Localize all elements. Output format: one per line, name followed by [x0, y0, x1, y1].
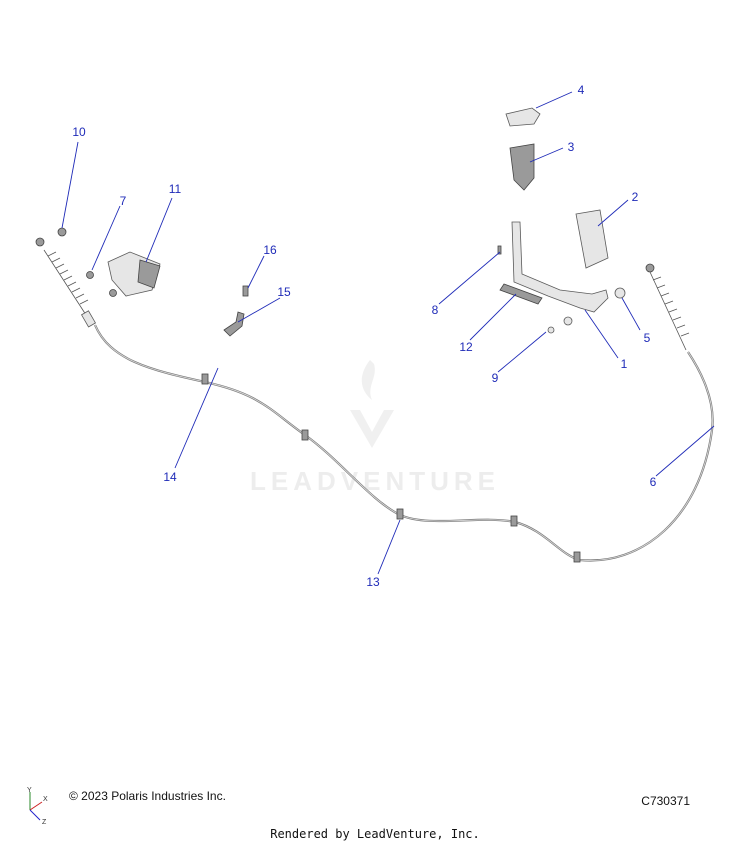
right-cable-end [645, 263, 690, 351]
pedal-pad-part [575, 209, 609, 269]
callout-10[interactable]: 10 [72, 125, 86, 139]
watermark: LEADVENTURE [250, 360, 500, 496]
watermark-flame-icon [361, 360, 375, 400]
watermark-text: LEADVENTURE [250, 466, 500, 496]
callout-labels: 1 2 3 4 5 6 7 8 9 10 11 12 13 14 15 16 [72, 83, 656, 589]
pedal-cap-part [505, 107, 541, 127]
callout-9[interactable]: 9 [492, 371, 499, 385]
pedal-sleeve-part [499, 283, 543, 305]
washer-part [563, 316, 573, 326]
mounting-bracket-part [107, 251, 161, 297]
callout-15[interactable]: 15 [277, 285, 291, 299]
brake-pedal-arm-part [511, 221, 609, 313]
screw-part [242, 285, 249, 297]
cable-clip [573, 551, 581, 563]
copyright-text: © 2023 Polaris Industries Inc. [69, 789, 226, 803]
callout-5[interactable]: 5 [644, 331, 651, 345]
nut-part [57, 227, 67, 237]
cable-clip [396, 508, 404, 520]
callout-3[interactable]: 3 [568, 140, 575, 154]
washer-part [547, 326, 555, 334]
cable-clip [510, 515, 518, 527]
callout-1[interactable]: 1 [621, 357, 628, 371]
x-axis-label: X [43, 796, 48, 803]
bushing-part [614, 287, 626, 299]
callout-8[interactable]: 8 [432, 303, 439, 317]
z-axis-label: Z [42, 819, 47, 826]
callout-12[interactable]: 12 [459, 340, 473, 354]
bolt-part [109, 289, 117, 297]
y-axis-label: Y [27, 787, 32, 794]
axis-triad-icon: Y X Z [27, 787, 48, 826]
clip-bracket-part [223, 311, 245, 337]
left-cable-end [35, 237, 97, 328]
callout-13[interactable]: 13 [366, 575, 380, 589]
rendered-by-text: Rendered by LeadVenture, Inc. [270, 827, 480, 841]
z-axis-icon [29, 809, 41, 821]
diagram-code: C730371 [641, 794, 690, 808]
leader-lines [61, 91, 715, 575]
pin-part [497, 245, 502, 255]
brake-cable [93, 324, 714, 563]
callout-11[interactable]: 11 [169, 182, 182, 196]
x-axis-icon [29, 801, 43, 811]
callout-16[interactable]: 16 [263, 243, 277, 257]
pedal-grip-part [509, 143, 535, 191]
cable-clip [301, 429, 309, 441]
callout-4[interactable]: 4 [578, 83, 585, 97]
watermark-v-icon [350, 410, 394, 448]
callout-6[interactable]: 6 [650, 475, 657, 489]
cable-end-fitting [35, 237, 45, 247]
callout-2[interactable]: 2 [632, 190, 639, 204]
cable-end-fitting [645, 263, 655, 273]
callout-7[interactable]: 7 [120, 194, 127, 208]
cable-clip [201, 373, 209, 385]
bolt-part [86, 271, 94, 279]
callout-14[interactable]: 14 [163, 470, 177, 484]
